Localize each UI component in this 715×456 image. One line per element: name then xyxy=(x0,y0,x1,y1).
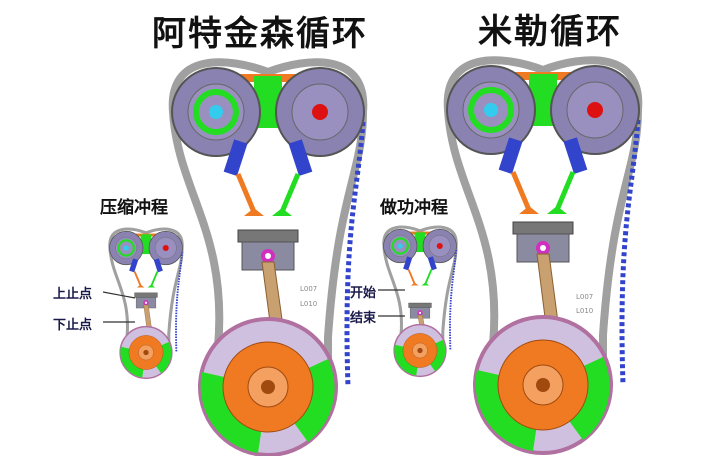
exhaust-valve-head xyxy=(421,282,430,286)
exhaust-valve-stem xyxy=(424,269,433,285)
part-code-l010-left: L010 xyxy=(300,300,318,308)
crankshaft-center xyxy=(417,347,423,354)
exhaust-valve-spring xyxy=(288,139,313,176)
intake-valve-stem xyxy=(235,173,257,213)
exhaust-valve-head xyxy=(147,284,156,288)
intake-valve-head xyxy=(410,282,419,286)
chain-guide xyxy=(619,119,641,386)
part-code-l007-left: L007 xyxy=(300,285,318,293)
intake-valve-spring xyxy=(403,256,413,271)
end-label: 结束 xyxy=(350,311,377,326)
intake-cam-lobe xyxy=(117,239,135,257)
start-label: 开始 xyxy=(350,286,377,301)
power-small-engine xyxy=(382,225,458,378)
exhaust-cam-center xyxy=(312,104,328,120)
intake-valve-head xyxy=(136,284,145,288)
intake-cam-center xyxy=(209,105,223,119)
exhaust-valve-stem xyxy=(554,171,576,211)
timing-chain xyxy=(443,56,643,405)
part-code-l007-right: L007 xyxy=(576,293,594,301)
exhaust-cam-center xyxy=(162,244,169,252)
cam-cap xyxy=(140,234,152,255)
intake-valve-spring xyxy=(223,139,248,176)
intake-cam-lobe xyxy=(391,237,409,255)
chain-guide xyxy=(344,121,366,388)
crankshaft-center xyxy=(143,349,149,356)
intake-cam-center xyxy=(397,243,403,249)
intake-valve-stem xyxy=(407,269,416,285)
power-stroke-label: 做功冲程 xyxy=(380,198,448,218)
piston-crown xyxy=(237,229,299,243)
intake-valve-stem xyxy=(510,171,532,211)
exhaust-cam-center xyxy=(587,102,603,118)
piston-pin-center xyxy=(265,253,271,259)
timing-chain xyxy=(168,58,368,407)
intake-valve-spring xyxy=(129,258,139,273)
cam-cap xyxy=(414,232,426,253)
timing-chain xyxy=(382,225,458,359)
miller-large-engine xyxy=(443,56,643,455)
top-dead-center-label: 上止点 xyxy=(53,287,93,302)
miller-cycle-title: 米勒循环 xyxy=(478,12,622,52)
intake-valve-head xyxy=(244,208,264,216)
piston-pin-center xyxy=(418,311,422,315)
chain-guide xyxy=(175,251,184,353)
intake-cam-lobe xyxy=(468,87,514,133)
chain-guide xyxy=(449,249,458,351)
intake-cam-center xyxy=(484,103,498,117)
compression-stroke-label: 压缩冲程 xyxy=(100,198,168,218)
piston-pin-center xyxy=(540,245,546,251)
crankshaft-center xyxy=(536,378,550,392)
atkinson-large-engine xyxy=(168,58,368,456)
piston-crown xyxy=(408,302,432,308)
exhaust-valve-head xyxy=(272,208,292,216)
exhaust-valve-head xyxy=(547,206,567,214)
exhaust-valve-spring xyxy=(427,256,437,271)
exhaust-valve-spring xyxy=(153,258,163,273)
exhaust-cam-center xyxy=(436,242,443,250)
exhaust-valve-spring xyxy=(563,137,588,174)
compression-small-engine xyxy=(108,227,184,380)
exhaust-valve-stem xyxy=(279,173,301,213)
intake-valve-head xyxy=(519,206,539,214)
timing-chain xyxy=(108,227,184,361)
intake-cam-lobe xyxy=(193,89,239,135)
tdc-leader-line xyxy=(102,291,136,299)
atkinson-cycle-title: 阿特金森循环 xyxy=(152,14,368,54)
piston-pin-center xyxy=(144,301,148,304)
part-code-l010-right: L010 xyxy=(576,307,594,315)
piston-crown xyxy=(512,221,574,235)
exhaust-valve-stem xyxy=(150,271,159,287)
piston-crown xyxy=(134,292,158,298)
crankshaft-center xyxy=(261,380,275,394)
intake-valve-stem xyxy=(133,271,142,287)
intake-cam-center xyxy=(123,245,129,251)
intake-valve-spring xyxy=(498,137,523,174)
bottom-dead-center-label: 下止点 xyxy=(53,318,93,333)
